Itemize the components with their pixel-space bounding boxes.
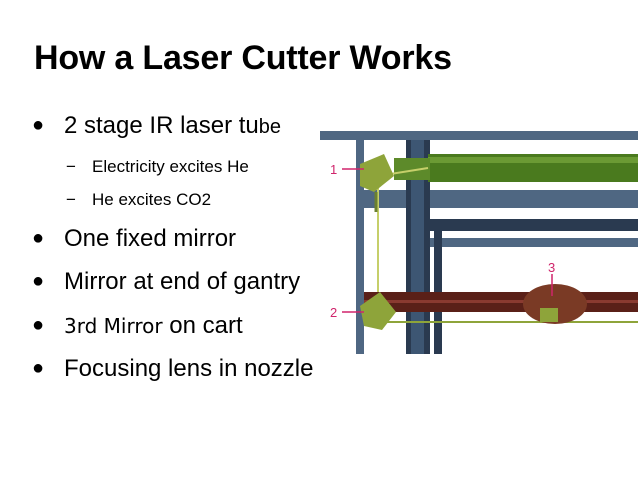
gantry-belt-stripe xyxy=(364,300,638,303)
bullet-laser-tube: ● 2 stage IR laser tube xyxy=(32,112,281,140)
bullet-focusing-lens: ● Focusing lens in nozzle xyxy=(32,355,313,383)
cart xyxy=(523,284,587,324)
bullet-cart-mirror: ● 3rd Mirror on cart xyxy=(32,312,243,340)
sub-dash: − xyxy=(66,190,76,209)
mirror-1 xyxy=(360,154,394,192)
bullet-gantry-mirror: ● Mirror at end of gantry xyxy=(32,268,300,296)
bullet-text-suffix: be xyxy=(258,116,282,138)
mirror-2 xyxy=(360,292,396,330)
bullet-text-alt: 3rd Mirror xyxy=(64,314,163,338)
bullet-fixed-mirror: ● One fixed mirror xyxy=(32,225,236,253)
laser-tube-highlight xyxy=(428,157,638,163)
callout-label-2: 2 xyxy=(330,305,337,320)
frame-post-right xyxy=(434,219,442,354)
bullet-dot: ● xyxy=(32,227,45,249)
frame-beam-right xyxy=(430,238,638,247)
frame-beam-right-top xyxy=(420,219,638,231)
bullet-dot: ● xyxy=(32,270,45,292)
sub-dash: − xyxy=(66,157,76,176)
mirror-3 xyxy=(540,308,558,322)
laser-cutter-diagram: 1 2 3 xyxy=(320,131,638,354)
bullet-dot: ● xyxy=(32,314,45,336)
slide-title: How a Laser Cutter Works xyxy=(34,39,452,77)
sub-text: He excites CO2 xyxy=(92,190,212,209)
bullet-text: Mirror at end of gantry xyxy=(64,268,301,295)
sub-bullet-electricity: −Electricity excites He xyxy=(66,157,249,177)
bullet-text: 2 stage IR laser tu xyxy=(64,112,259,139)
bullet-text: One fixed mirror xyxy=(64,225,237,252)
bullet-text: on cart xyxy=(162,312,243,339)
sub-text: Electricity excites He xyxy=(92,157,249,176)
bullet-dot: ● xyxy=(32,357,45,379)
sub-bullet-helium: −He excites CO2 xyxy=(66,190,211,210)
callout-label-1: 1 xyxy=(330,162,337,177)
laser-tube-cap xyxy=(394,158,430,180)
bullet-dot: ● xyxy=(32,114,45,136)
bullet-text: Focusing lens in nozzle xyxy=(64,355,314,382)
frame-post-left xyxy=(356,131,364,354)
frame-beam-top xyxy=(320,131,638,140)
frame-beam-mid xyxy=(356,190,638,208)
callout-label-3: 3 xyxy=(548,260,555,275)
